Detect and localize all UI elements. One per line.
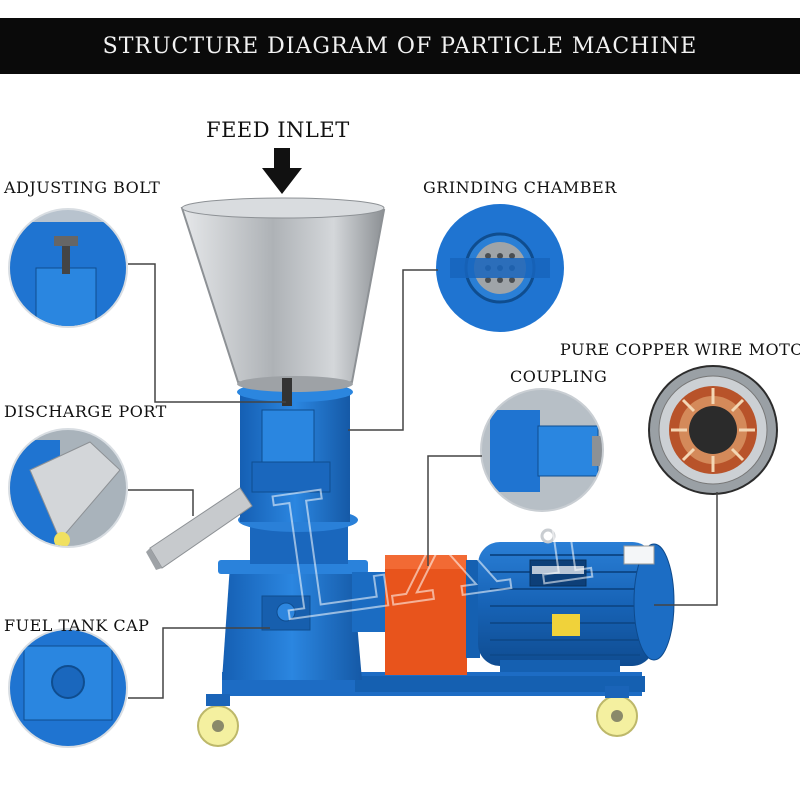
- leader-lines: [128, 263, 718, 699]
- label-fuel-tank-cap: FUEL TANK CAP: [4, 616, 150, 635]
- wheel-left: [197, 705, 239, 747]
- label-coupling: COUPLING: [510, 367, 608, 386]
- label-discharge-port: DISCHARGE PORT: [4, 402, 167, 421]
- diagram-title: STRUCTURE DIAGRAM OF PARTICLE MACHINE: [0, 18, 800, 74]
- leader-grinding-chamber: [348, 269, 438, 431]
- label-adjusting-bolt: ADJUSTING BOLT: [4, 178, 161, 197]
- leader-adjusting-bolt: [128, 263, 286, 403]
- coupling-detail: [480, 388, 604, 512]
- feed-inlet-arrow: [262, 148, 302, 194]
- label-motor: PURE COPPER WIRE MOTOR: [560, 340, 800, 359]
- wheel-right: [596, 695, 638, 737]
- leader-motor: [654, 492, 718, 606]
- discharge-port-detail: [8, 428, 128, 548]
- leader-discharge-port: [128, 489, 194, 516]
- fuel-tank-cap-detail: [8, 628, 128, 748]
- label-grinding-chamber: GRINDING CHAMBER: [423, 178, 617, 197]
- adjusting-bolt-detail: [8, 208, 128, 328]
- leader-coupling: [427, 455, 482, 566]
- grinding-chamber-detail: [436, 204, 564, 332]
- label-feed-inlet: FEED INLET: [206, 118, 350, 142]
- copper-motor-detail: [648, 365, 778, 495]
- leader-fuel-tank-cap: [128, 627, 270, 699]
- pellet-machine: [146, 197, 675, 747]
